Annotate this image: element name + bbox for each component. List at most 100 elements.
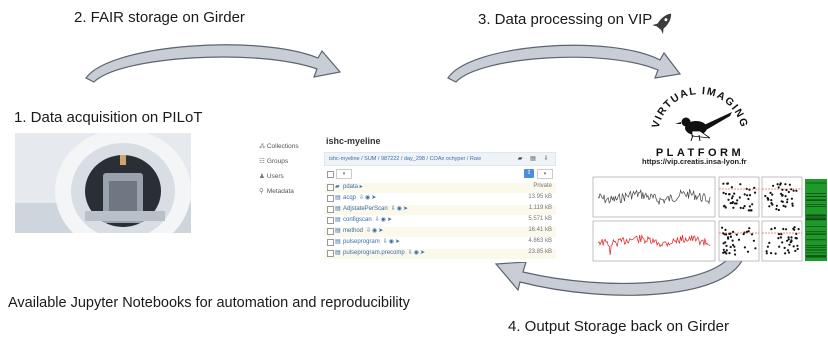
file-name[interactable]: configscan⇩◉➤ [343,217,393,223]
scatter-point [722,205,726,208]
scatter-point [723,251,726,254]
scatter-point [787,236,790,239]
nav-metadata[interactable]: ⚲ Metadata [259,188,294,195]
scatter-point [748,194,752,197]
scatter-point [743,246,746,249]
scatter-point [733,249,736,252]
scatter-point [733,245,736,248]
download-icon-button[interactable]: ⇩ [543,156,549,162]
file-action-icons[interactable]: ⇩◉➤ [390,206,409,212]
scatter-point [765,250,768,253]
scatter-point [771,193,774,196]
row-checkbox[interactable] [327,206,334,213]
file-row[interactable]: ▤pulseprogram⇩◉➤4.863 kB [324,238,556,248]
file-name[interactable]: pulseprogram.precomp⇩◉➤ [343,250,426,256]
actions-dropdown[interactable]: ▾ [336,169,352,179]
file-action-icons[interactable]: ⇩◉➤ [407,250,426,256]
scatter-point [785,228,788,231]
scatter-point [787,190,790,194]
scatter-point [730,186,733,189]
scatter-point [786,249,790,252]
scatter-point [747,230,750,233]
scatter-point [768,205,771,208]
breadcrumb-text[interactable]: ishc-myeline / SUM / 987222 / day_298 / … [329,156,481,162]
arrow-step3 [447,44,682,83]
file-row[interactable]: ▤pulseprogram.precomp⇩◉➤23.85 kB [324,249,556,259]
scatter-point [728,193,731,196]
file-row[interactable]: ▤configscan⇩◉➤5.571 kB [324,216,556,226]
scatter-point [722,182,725,185]
scatter-point [735,202,738,205]
plot-trace-gray [597,188,711,205]
scatter-point [772,184,775,187]
scatter-point [731,195,734,198]
scatter-point [787,251,791,254]
row-checkbox[interactable] [327,217,334,224]
file-row[interactable]: ▰pdata ▸Private [324,183,556,193]
file-row[interactable]: ▤AdjstatePerScan⇩◉➤1.119 kB [324,205,556,215]
step-3-label: 3. Data processing on VIP [478,11,653,28]
select-all-checkbox[interactable] [327,171,334,178]
file-action-icons[interactable]: ⇩◉➤ [359,195,378,201]
file-name[interactable]: pdata ▸ [343,184,363,190]
row-checkbox[interactable] [327,250,334,257]
scatter-point [777,186,780,189]
file-action-icons[interactable]: ⇩◉➤ [374,217,393,223]
step-1-label: 1. Data acquisition on PILoT [14,109,203,126]
file-name[interactable]: acqp⇩◉➤ [343,195,378,201]
scatter-point [729,202,732,205]
scatter-point [727,237,730,240]
scatter-point [733,202,737,205]
scatter-point [724,241,727,244]
nav-collections[interactable]: ⁂ Collections [259,143,299,150]
scatter-point [746,194,749,197]
nav-users[interactable]: ♟ Users [259,173,284,180]
info-icon-button[interactable]: ▤ [530,156,536,162]
folder-menu-dropdown[interactable]: ▾ [537,169,553,179]
vip-logo: VIRTUAL IMAGING PLATFORM [640,78,760,163]
scatter-point [725,249,728,252]
scatter-point [745,230,748,233]
row-checkbox[interactable] [327,195,334,202]
list-toolbar: ▾ ⇧ ▾ [324,169,556,181]
scatter-point [742,207,745,210]
scatter-point [749,209,752,212]
scatter-point [776,183,779,186]
vip-url: https://vip.creatis.insa-lyon.fr [642,157,747,166]
scatter-frame [761,220,803,262]
folder-icon-button[interactable]: ▰ [517,156,523,162]
scatter-point [729,235,732,238]
file-action-icons[interactable]: ⇩◉➤ [366,228,385,234]
scatter-point [790,197,793,200]
file-action-icons[interactable]: ⇩◉➤ [382,239,401,245]
vip-platform-text: PLATFORM [656,147,744,159]
row-checkbox[interactable] [327,184,334,191]
scatter-point [794,236,797,240]
file-row[interactable]: ▤method⇩◉➤16.41 kB [324,227,556,237]
scatter-point [784,205,787,208]
file-size: 23.85 kB [528,249,552,255]
row-checkbox[interactable] [327,239,334,246]
scatter-point [784,183,787,186]
upload-button[interactable]: ⇧ [524,169,534,178]
scatter-point [792,189,795,192]
scatter-point [743,193,746,196]
scatter-point [733,192,736,195]
girder-sidebar: ⁂ Collections ☷ Groups ♟ Users ⚲ Metadat… [252,130,320,262]
collections-icon: ⁂ [259,143,266,150]
scatter-point [748,205,751,208]
file-row[interactable]: ▤acqp⇩◉➤13.95 kB [324,194,556,204]
file-name[interactable]: pulseprogram⇩◉➤ [343,239,401,245]
groups-icon: ☷ [259,158,265,165]
scatter-point [792,245,795,248]
nav-groups[interactable]: ☷ Groups [259,158,289,165]
file-size: 4.863 kB [528,238,552,244]
file-name[interactable]: method⇩◉➤ [343,228,385,234]
row-checkbox[interactable] [327,228,334,235]
file-name[interactable]: AdjstatePerScan⇩◉➤ [343,206,409,212]
scatter-point [738,196,741,199]
scatter-point [736,199,739,202]
scatter-frame [761,176,803,218]
output-plots [592,171,828,265]
